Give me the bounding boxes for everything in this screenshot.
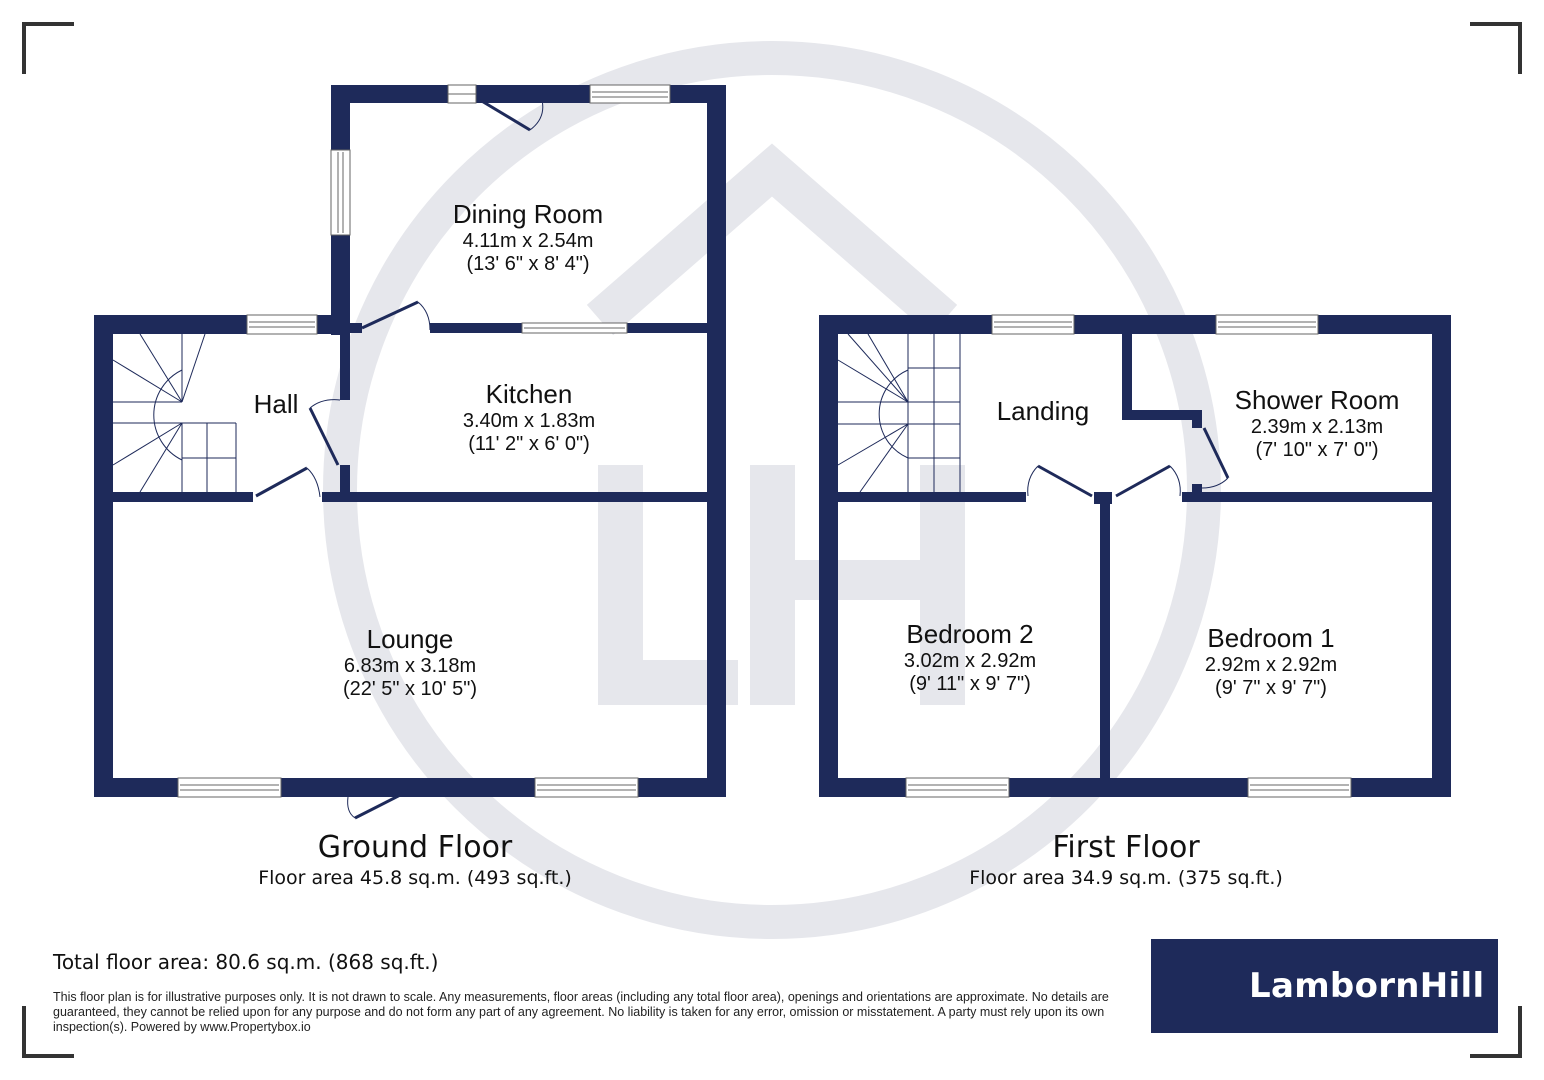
room-metric: 3.02m x 2.92m: [903, 649, 1037, 672]
room-kitchen: Kitchen 3.40m x 1.83m (11' 2" x 6' 0"): [462, 379, 596, 456]
room-bedroom-1: Bedroom 1 2.92m x 2.92m (9' 7" x 9' 7"): [1204, 623, 1338, 700]
room-imperial: (11' 2" x 6' 0"): [468, 432, 590, 455]
room-imperial: (9' 7" x 9' 7"): [1215, 676, 1327, 699]
room-imperial: (13' 6" x 8' 4"): [466, 252, 590, 275]
room-name: Dining Room: [452, 199, 604, 229]
ground-floor-caption: Ground Floor Floor area 45.8 sq.m. (493 …: [258, 830, 572, 891]
floor-area: Floor area 34.9 sq.m. (375 sq.ft.): [969, 867, 1283, 889]
room-shower-room: Shower Room 2.39m x 2.13m (7' 10" x 7' 0…: [1234, 385, 1400, 462]
room-name: Lounge: [366, 624, 454, 654]
first-floor-doors: [1027, 427, 1230, 498]
disclaimer: This floor plan is for illustrative purp…: [53, 990, 1109, 1034]
brand-logo: LambornHill: [1151, 939, 1498, 1033]
room-name: Landing: [996, 396, 1090, 426]
total-floor-area: Total floor area: 80.6 sq.m. (868 sq.ft.…: [53, 950, 439, 974]
room-name: Bedroom 2: [906, 619, 1034, 649]
ground-floor-stairs: [112, 333, 237, 493]
room-hall: Hall: [253, 389, 299, 420]
room-metric: 4.11m x 2.54m: [462, 229, 594, 252]
first-floor-caption: First Floor Floor area 34.9 sq.m. (375 s…: [969, 830, 1283, 891]
room-dining-room: Dining Room 4.11m x 2.54m (13' 6" x 8' 4…: [452, 199, 604, 276]
room-lounge: Lounge 6.83m x 3.18m (22' 5" x 10' 5"): [342, 624, 478, 701]
room-imperial: (9' 11" x 9' 7"): [909, 672, 1031, 695]
room-imperial: (22' 5" x 10' 5"): [342, 677, 478, 700]
floor-title: Ground Floor: [317, 830, 513, 865]
room-metric: 6.83m x 3.18m: [343, 654, 477, 677]
first-floor-stairs: [837, 333, 961, 493]
first-floor-windows: [905, 314, 1352, 798]
watermark-logo: [323, 41, 1221, 939]
room-metric: 3.40m x 1.83m: [462, 409, 596, 432]
floor-title: First Floor: [1052, 830, 1200, 865]
ground-floor-doors: [255, 98, 544, 820]
floor-area: Floor area 45.8 sq.m. (493 sq.ft.): [258, 867, 572, 889]
room-landing: Landing: [996, 396, 1090, 427]
room-metric: 2.39m x 2.13m: [1250, 415, 1384, 438]
room-metric: 2.92m x 2.92m: [1204, 653, 1338, 676]
brand-name: LambornHill: [1249, 966, 1485, 1006]
corner-marks: [22, 22, 1522, 1058]
room-name: Kitchen: [485, 379, 573, 409]
room-name: Hall: [253, 389, 299, 419]
ground-floor-windows: [177, 84, 671, 798]
room-name: Shower Room: [1234, 385, 1400, 415]
room-bedroom-2: Bedroom 2 3.02m x 2.92m (9' 11" x 9' 7"): [903, 619, 1037, 696]
room-name: Bedroom 1: [1207, 623, 1335, 653]
room-imperial: (7' 10" x 7' 0"): [1255, 438, 1379, 461]
